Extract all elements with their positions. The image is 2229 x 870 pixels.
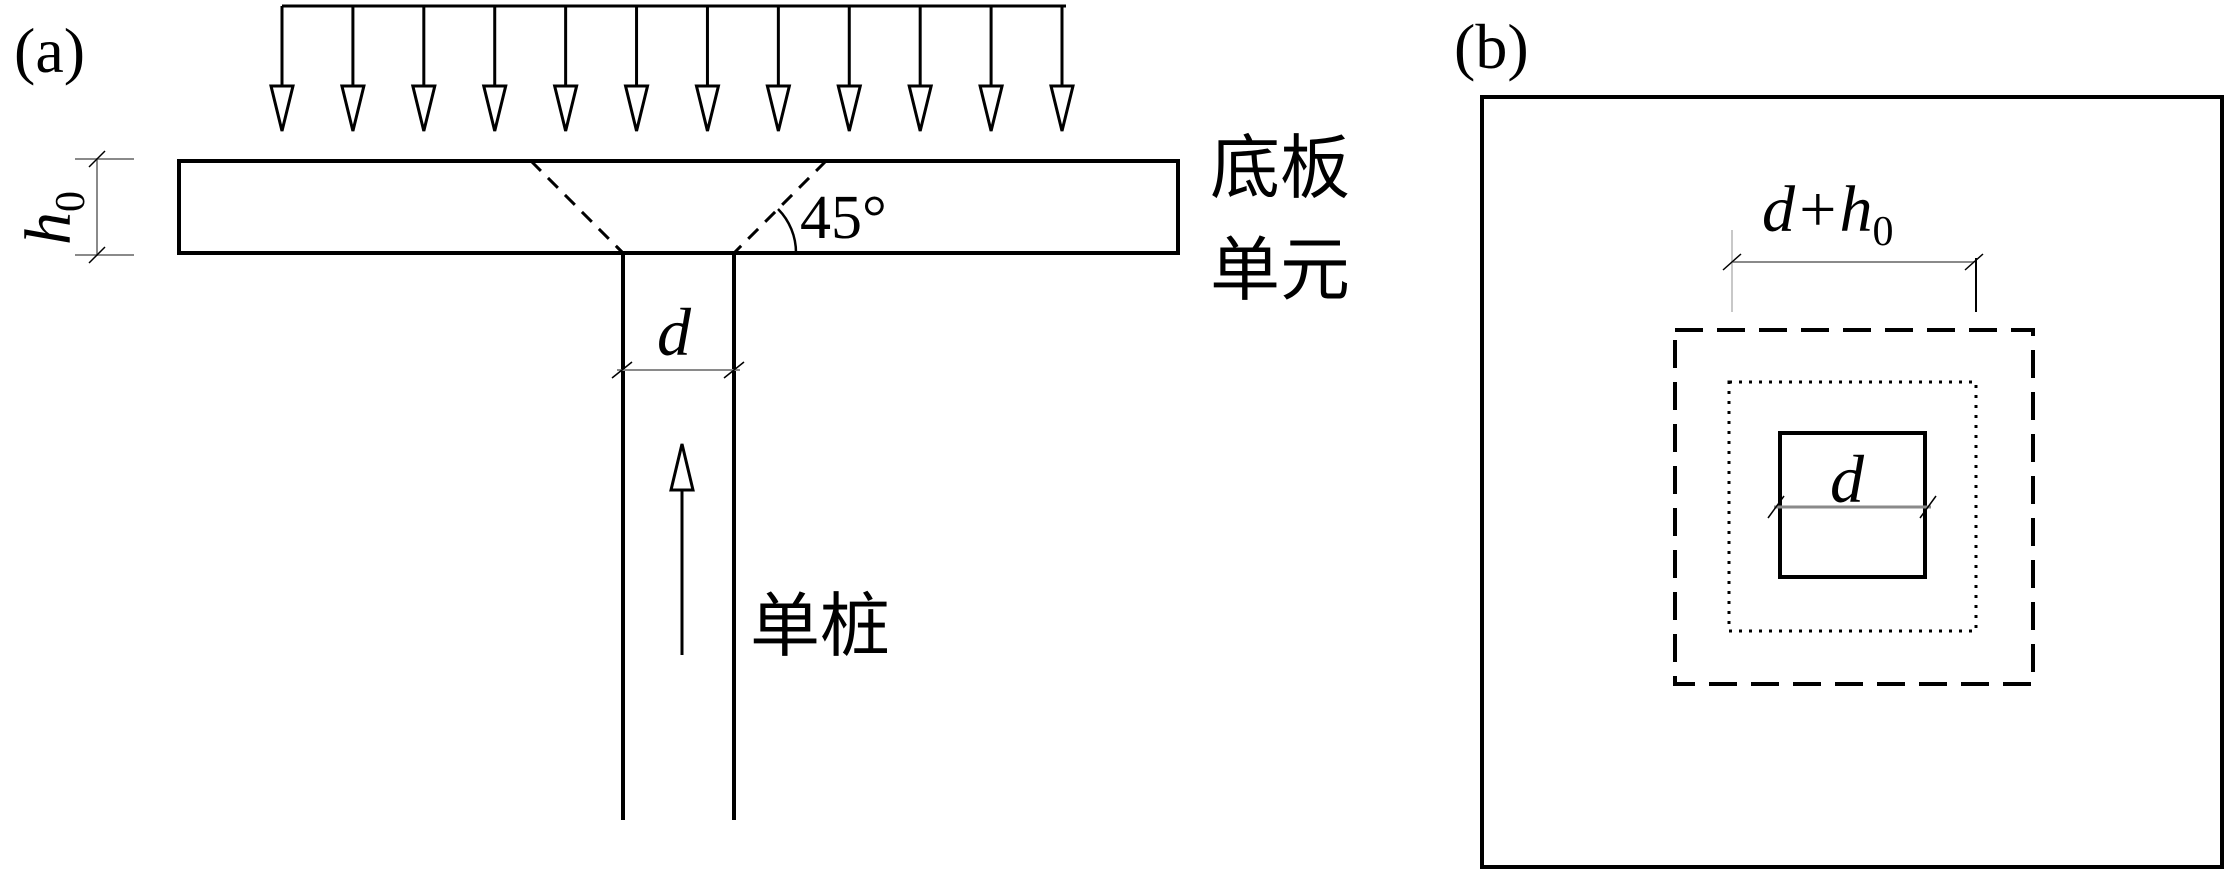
load-arrow-head [481,84,508,132]
load-arrows [269,6,1075,132]
panel-b-label: (b) [1454,11,1529,82]
load-arrow-head [339,84,366,132]
outer-dim-label-sub: 0 [1873,209,1894,255]
inner-dim-label: d [1830,441,1865,517]
load-arrow-head [1049,84,1075,132]
panel-a: (a) 45° h0 底板 单元 [12,4,1350,820]
outer-dim-tick-left [1722,253,1742,271]
outer-dim-label-main: d+h [1762,173,1873,246]
outer-dimension: d+h0 [1722,173,1984,312]
plate-outline [1480,95,2224,869]
pile-top-left-join [615,245,625,255]
inner-dim-tick-left [1767,495,1785,519]
plate-label-line2: 单元 [1210,229,1350,311]
punching-line-right [732,159,828,255]
reaction-arrow-head [669,443,695,492]
load-arrow-head [907,84,934,132]
thickness-label-main: h [12,212,85,245]
base-plate [177,159,1180,255]
load-arrow-head [765,84,792,132]
load-arrow-head [552,84,579,132]
panel-a-label: (a) [14,15,85,86]
outer-dim-tick-right [1964,253,1984,271]
plate-label-line1: 底板 [1210,127,1350,209]
svg-text:h0: h0 [12,191,94,245]
angle-label: 45° [800,184,887,252]
pile-section [1778,431,1927,579]
distributed-load [269,4,1075,132]
thickness-tick-top [88,150,106,168]
critical-perimeter-dashed [1673,328,2035,686]
load-arrow-head [694,84,721,132]
panel-b: (b) d+h0 d [1454,11,2224,869]
load-arrow-head [269,84,295,132]
thickness-label-sub: 0 [48,191,94,212]
pile-label: 单桩 [750,585,890,667]
inner-dimension: d [1767,441,1937,519]
thickness-label: h0 [12,191,94,245]
perimeter-dotted [1727,380,1978,633]
load-arrow-head [410,84,437,132]
load-arrow-head [978,84,1005,132]
load-arrow-head [623,84,650,132]
load-arrow-head [836,84,863,132]
angle-arc [777,208,798,254]
thickness-dimension: h0 [12,150,134,264]
outer-dim-label: d+h0 [1762,173,1894,255]
pile-dim-tick-left [611,361,633,379]
pile-dim-label: d [657,294,692,370]
inner-dim-tick-right [1919,495,1937,519]
thickness-tick-bottom [88,246,106,264]
pile-reaction-arrow [669,443,695,655]
pile-diameter-dimension: d [611,294,745,379]
punching-line-left [529,159,625,255]
pile-dim-tick-right [723,361,745,379]
